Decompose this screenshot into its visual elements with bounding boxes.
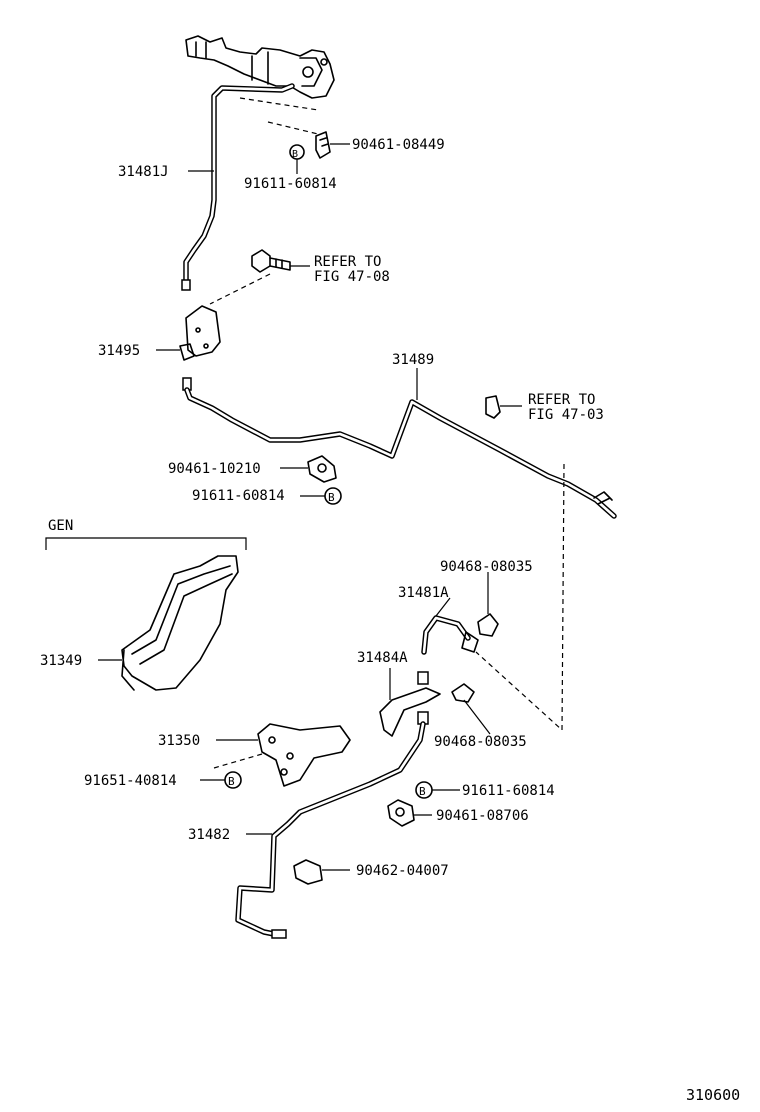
badge-b-low-left-letter: B (228, 775, 235, 788)
badge-b-mid-letter: B (328, 491, 335, 504)
label-31349: 31349 (40, 653, 82, 669)
label-31495: 31495 (98, 343, 140, 359)
label-91611-60814-mid: 91611-60814 (192, 488, 285, 504)
badge-b-top: B (289, 144, 305, 160)
label-90461-10210: 90461-10210 (168, 461, 261, 477)
leader-90468-bot (463, 699, 491, 735)
label-91611-60814-low: 91611-60814 (462, 783, 555, 799)
badge-b-low-right: B (415, 781, 433, 799)
dashed-link-1 (239, 97, 319, 135)
bracket-31495 (179, 305, 221, 361)
section-label-gen: GEN (48, 518, 73, 534)
hose-31481A (421, 615, 479, 655)
label-31350: 31350 (158, 733, 200, 749)
refer-1-line2: FIG 47-08 (314, 269, 390, 285)
badge-b-top-letter: B (292, 149, 298, 160)
master-cylinder (185, 35, 335, 99)
label-90468-08035-top: 90468-08035 (440, 559, 533, 575)
gen-bracket (45, 537, 247, 550)
label-31489: 31489 (392, 352, 434, 368)
clip-90468-08035-bot (451, 683, 475, 703)
pipe-31489 (182, 377, 617, 519)
label-91651-40814: 91651-40814 (84, 773, 177, 789)
refer-1-line1: REFER TO (314, 254, 381, 270)
clamp-90461-08706 (387, 799, 415, 827)
label-90461-08449: 90461-08449 (352, 137, 445, 153)
label-31481J: 31481J (118, 164, 169, 180)
dashed-link-3 (475, 463, 565, 732)
clamp-90461-10210 (307, 455, 337, 483)
label-91611-60814-top: 91611-60814 (244, 176, 337, 192)
label-90461-08706: 90461-08706 (436, 808, 529, 824)
clip-90468-08035-top (477, 613, 499, 637)
label-31484A: 31484A (357, 650, 408, 666)
refer-2-line2: FIG 47-03 (528, 407, 604, 423)
label-31481A: 31481A (398, 585, 449, 601)
clip-90461-08449 (315, 131, 331, 159)
bolt-refer-47-08 (251, 249, 291, 273)
label-90468-08035-bot: 90468-08035 (434, 734, 527, 750)
badge-b-low-right-letter: B (419, 785, 426, 798)
diagram-number: 310600 (686, 1086, 740, 1104)
leader-31481A (435, 597, 451, 617)
refer-2-line1: REFER TO (528, 392, 595, 408)
dashed-link-4 (213, 753, 263, 769)
label-90462-04007: 90462-04007 (356, 863, 449, 879)
label-31482: 31482 (188, 827, 230, 843)
dashed-link-2 (209, 273, 271, 305)
bracket-31350 (257, 723, 351, 787)
badge-b-low-left: B (224, 771, 242, 789)
badge-b-mid: B (324, 487, 342, 505)
cover-31349 (121, 555, 239, 691)
pipe-31481J (181, 83, 295, 291)
clip-refer-47-03 (485, 395, 501, 419)
clamp-90462-04007 (293, 859, 323, 885)
pipe-31482 (235, 711, 429, 939)
bracket-31484A (379, 671, 441, 737)
